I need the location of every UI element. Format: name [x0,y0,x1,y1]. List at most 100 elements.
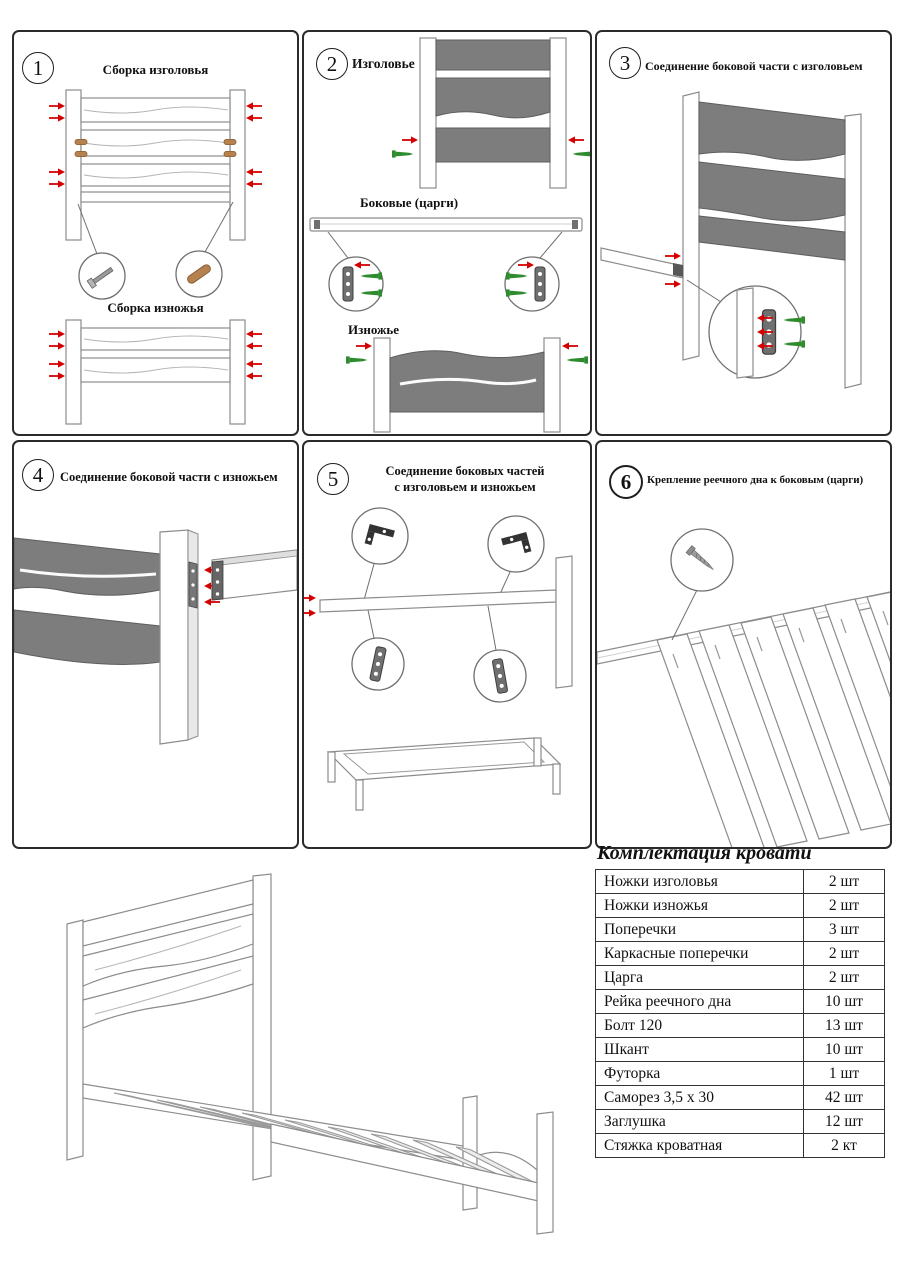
part-name: Заглушка [595,1109,804,1134]
bracket-icon [314,220,320,229]
footboard-post [543,337,561,433]
headboard [66,873,272,1181]
panel-step-4: 4 Соединение боковой части с изножьем [12,440,299,849]
headboard-rail [80,191,231,203]
footboard-board [14,609,161,665]
part-qty: 12 шт [803,1109,885,1134]
step-4-diagram [14,529,297,745]
mounting-plate-icon [188,561,198,609]
step-5-number: 5 [317,463,349,495]
footboard-post [229,319,246,425]
step-3-number: 3 [609,47,641,79]
mounting-plate-icon [534,266,546,302]
step-3-title: Соединение боковой части с изголовьем [645,59,863,73]
bracket-callout [351,507,409,565]
screw-icon [685,545,714,570]
step-6-number: 6 [609,465,643,499]
headboard-label: Изголовье [352,56,415,71]
side-rail [600,247,684,279]
bracket-callout [708,285,802,379]
mounting-plate-icon [211,560,224,601]
headboard-board [698,215,846,261]
footboard-post [159,529,189,745]
dowel-icon [187,264,211,284]
part-name: Поперечки [595,917,804,942]
part-name: Ножки изножья [595,893,804,918]
side-rails-label: Боковые (царги) [360,195,459,210]
step-1-diagram [48,89,263,425]
part-name: Саморез 3,5 x 30 [595,1085,804,1110]
panel-step-6: 6 Крепление реечного дна к боковым (царг… [595,440,892,849]
post [555,555,573,689]
panel-step-5: 5 Соединение боковых частей с изголовьем… [302,440,592,849]
headboard-post [419,37,437,189]
slats [656,591,890,847]
part-qty: 2 шт [803,869,885,894]
part-qty: 42 шт [803,1085,885,1110]
step-4-number: 4 [22,459,54,491]
footboard-label: Изножье [348,322,400,337]
step-1-title-headboard: Сборка изголовья [102,62,209,77]
headboard-board [435,39,551,71]
part-qty: 2 шт [803,965,885,990]
part-qty: 1 шт [803,1061,885,1086]
bracket-icon [572,220,578,229]
corner-bracket-icon [501,531,532,554]
panel-step-3: 3 Соединение боковой части с изголовьем [595,30,892,436]
part-name: Стяжка кроватная [595,1133,804,1158]
step-3-diagram [600,91,862,389]
headboard-board [435,127,551,163]
footboard-post [65,319,82,425]
corner-bracket-icon [364,523,395,546]
bracket-callout [487,515,545,573]
part-qty: 2 шт [803,941,885,966]
part-name: Болт 120 [595,1013,804,1038]
part-name: Шкант [595,1037,804,1062]
assembled-bed-illustration [66,873,554,1235]
part-name: Каркасные поперечки [595,941,804,966]
bed-frame-wireframe [326,737,562,811]
part-name: Футорка [595,1061,804,1086]
part-name: Царга [595,965,804,990]
step-5-title-line1: Соединение боковых частей [385,464,545,478]
headboard-post [844,113,862,389]
footboard-post-side [187,529,199,741]
part-qty: 13 шт [803,1013,885,1038]
post-detail [736,287,754,379]
footboard-post [536,1111,554,1235]
step-5-title: Соединение боковых частей с изголовьем и… [348,464,582,495]
headboard-post [65,89,82,241]
panel-step-2: 2 Изголовье Боковые (царги) Изножье [302,30,592,436]
headboard-post [682,91,700,361]
headboard-post [229,89,246,241]
headboard-board [698,161,846,222]
step-1-title-footboard: Сборка изножья [107,300,204,315]
step-5-diagram [304,507,573,811]
step-2-diagram [309,37,590,433]
part-name: Рейка реечного дна [595,989,804,1014]
part-qty: 10 шт [803,1037,885,1062]
bolt-icon [86,266,114,289]
part-qty: 2 шт [803,893,885,918]
step-2-number: 2 [316,48,348,80]
part-qty: 10 шт [803,989,885,1014]
bracket-icon [673,263,683,277]
step-1-number: 1 [22,52,54,84]
headboard-board [698,101,846,161]
bracket-callout [504,256,560,312]
step-4-title: Соединение боковой части с изножьем [60,470,278,484]
footboard-board [14,537,161,596]
part-name: Ножки изголовья [595,869,804,894]
side-rail [319,589,557,613]
part-qty: 3 шт [803,917,885,942]
step-5-title-line2: с изголовьем и изножьем [394,479,536,494]
